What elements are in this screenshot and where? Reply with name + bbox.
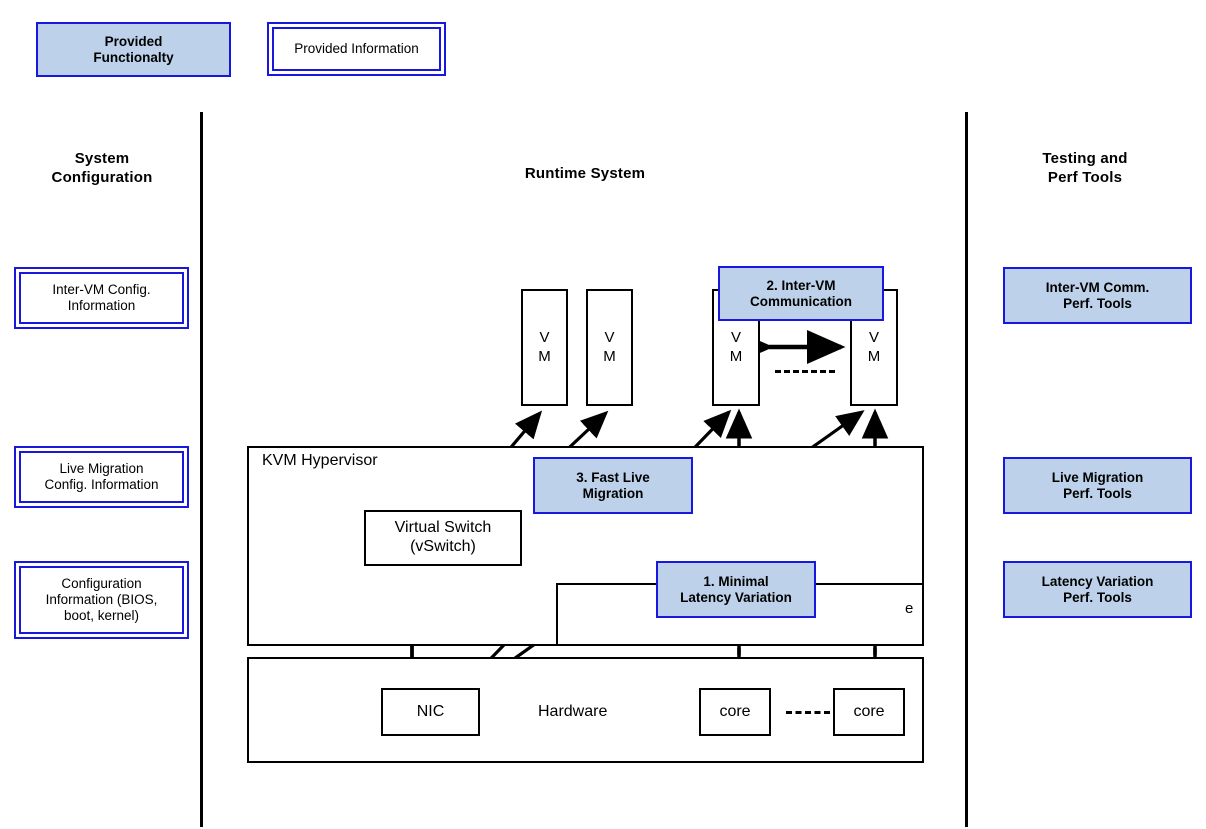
hardware-label: Hardware xyxy=(538,703,608,720)
vm-4-line1: V xyxy=(868,328,879,346)
callout-0-line2: Communication xyxy=(749,293,852,309)
legend-provided-information: Provided Information xyxy=(267,22,446,76)
core-box-2: core xyxy=(833,688,905,736)
vm-1-line2: M xyxy=(538,347,551,365)
callout-1-line1: 3. Fast Live xyxy=(576,469,650,485)
vm-box-1: V M xyxy=(521,289,568,406)
core-pair-dashed-link xyxy=(786,711,830,714)
callout-2-line1: 1. Minimal xyxy=(703,573,769,589)
left-item-0-line2: Information xyxy=(67,298,136,313)
right-item-0-line1: Inter-VM Comm. xyxy=(1045,279,1150,295)
vm-pair-dashed-link xyxy=(775,370,835,373)
left-item-2-line2: Information (BIOS, xyxy=(45,591,158,607)
nic-box: NIC xyxy=(381,688,480,736)
right-item-live-migration-tools: Live Migration Perf. Tools xyxy=(1003,457,1192,514)
vswitch-line1: Virtual Switch xyxy=(394,519,492,537)
right-item-1-line2: Perf. Tools xyxy=(1063,485,1132,501)
right-item-inter-vm-comm-tools: Inter-VM Comm. Perf. Tools xyxy=(1003,267,1192,324)
left-item-1-line2: Config. Information xyxy=(44,477,159,492)
core-box-1: core xyxy=(699,688,771,736)
vm-box-2: V M xyxy=(586,289,633,406)
left-heading-line2: Configuration xyxy=(51,168,153,186)
vswitch-line2: (vSwitch) xyxy=(410,538,476,555)
separator-right xyxy=(965,112,968,827)
left-item-inter-vm-config: Inter-VM Config. Information xyxy=(14,267,189,329)
center-column-heading: Runtime System xyxy=(524,165,646,182)
right-item-0-line2: Perf. Tools xyxy=(1063,295,1132,311)
callout-0-line1: 2. Inter-VM xyxy=(766,277,836,293)
right-item-2-line1: Latency Variation xyxy=(1041,573,1154,589)
legend-provided-functionality: Provided Functionalty xyxy=(36,22,231,77)
left-item-0-line1: Inter-VM Config. xyxy=(52,281,151,297)
right-heading-line1: Testing and xyxy=(1042,150,1128,167)
vm-3-line2: M xyxy=(729,347,743,365)
left-item-1-line1: Live Migration xyxy=(59,460,144,476)
right-item-2-line2: Perf. Tools xyxy=(1063,589,1132,605)
vm-1-line1: V xyxy=(539,328,550,346)
vm-2-line1: V xyxy=(604,328,615,346)
kvm-hypervisor-label: KVM Hypervisor xyxy=(262,452,378,469)
virtual-switch-box: Virtual Switch (vSwitch) xyxy=(364,510,522,566)
left-column-heading: System Configuration xyxy=(12,150,192,188)
left-item-live-migration-config: Live Migration Config. Information xyxy=(14,446,189,508)
separator-left xyxy=(200,112,203,827)
vm-4-line2: M xyxy=(867,347,881,365)
vm-3-line1: V xyxy=(730,328,741,346)
callout-inter-vm-communication: 2. Inter-VM Communication xyxy=(718,266,884,321)
callout-fast-live-migration: 3. Fast Live Migration xyxy=(533,457,693,514)
left-heading-line1: System xyxy=(74,150,130,167)
right-column-heading: Testing and Perf Tools xyxy=(985,150,1185,188)
right-heading-line2: Perf Tools xyxy=(1047,168,1123,186)
legend-functionality-line2: Functionalty xyxy=(93,49,174,65)
right-item-latency-variation-tools: Latency Variation Perf. Tools xyxy=(1003,561,1192,618)
right-item-1-line1: Live Migration xyxy=(1051,469,1144,485)
left-item-configuration-information: Configuration Information (BIOS, boot, k… xyxy=(14,561,189,639)
left-item-2-line3: boot, kernel) xyxy=(63,608,140,624)
legend-functionality-line1: Provided xyxy=(104,33,163,49)
vm-2-line2: M xyxy=(603,347,616,365)
callout-minimal-latency-variation: 1. Minimal Latency Variation xyxy=(656,561,816,618)
left-item-2-line1: Configuration xyxy=(61,575,142,591)
legend-information-label: Provided Information xyxy=(272,27,441,71)
callout-1-line2: Migration xyxy=(582,485,644,501)
callout-2-line2: Latency Variation xyxy=(680,589,792,605)
hypervisor-scheduler-label-fragment: e xyxy=(905,600,914,617)
